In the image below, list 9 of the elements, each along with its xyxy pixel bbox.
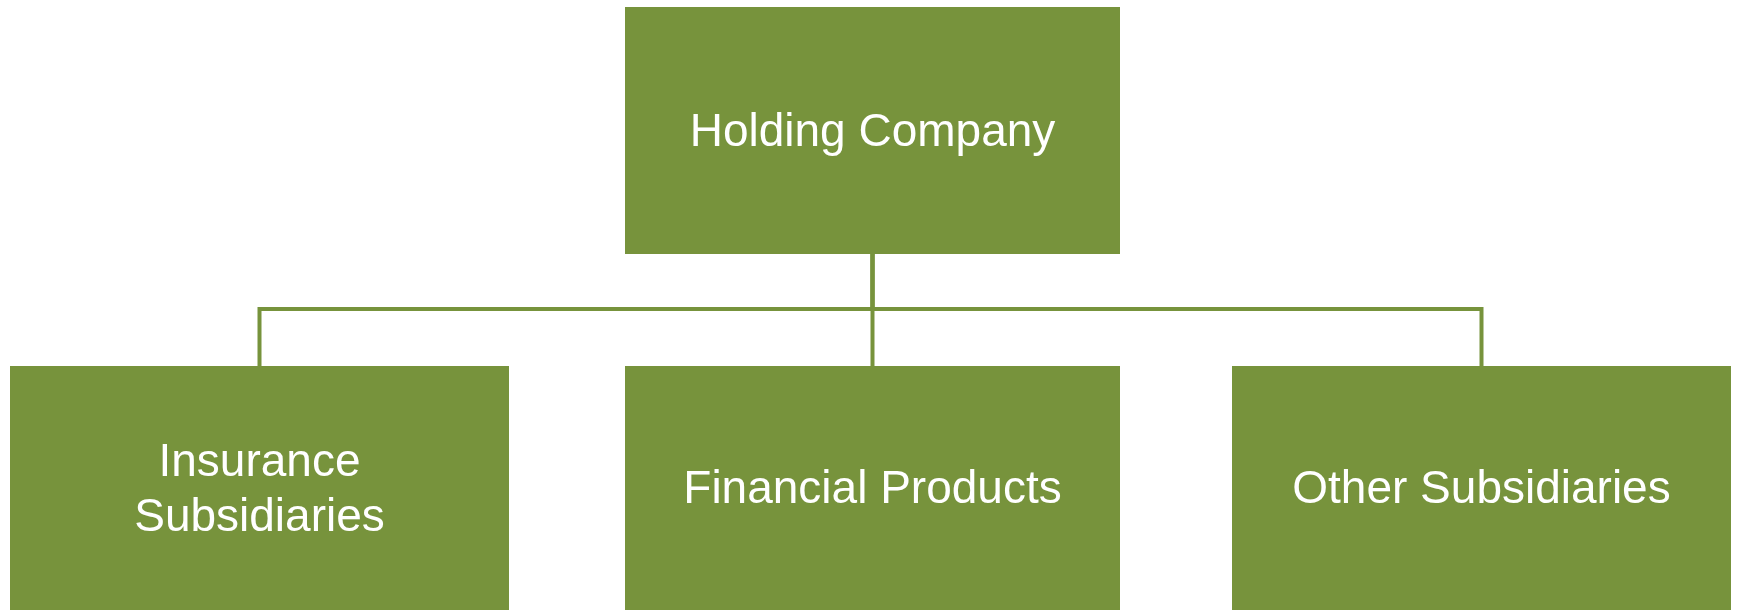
node-label: Financial Products <box>683 460 1062 516</box>
child-box <box>625 366 1120 610</box>
child-box <box>1232 366 1731 610</box>
child-box <box>10 366 509 610</box>
node-label: Holding Company <box>689 102 1056 158</box>
node-label: Insurance Subsidiaries <box>133 432 386 543</box>
parent-box <box>625 7 1120 254</box>
connector-line <box>870 254 1484 366</box>
node-label: Other Subsidiaries <box>1292 460 1671 516</box>
